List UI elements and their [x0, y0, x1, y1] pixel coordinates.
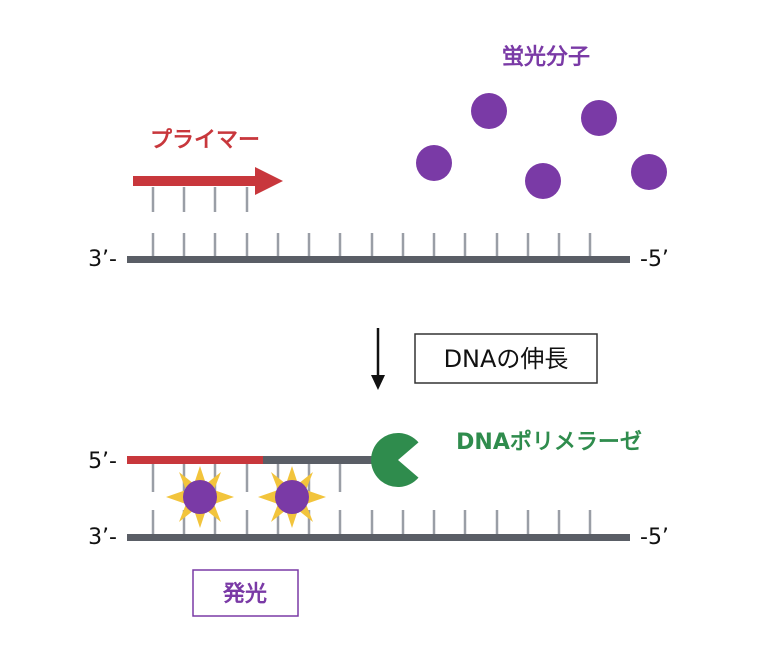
- pacman-icon: [371, 433, 419, 487]
- fluor-molecule: [581, 100, 617, 136]
- new-strand-5prime-label: 5’-: [88, 449, 117, 474]
- lower-template-bases: [151, 510, 592, 534]
- step-box: [414, 333, 598, 384]
- top-strand-5prime-label: -5’: [640, 247, 669, 272]
- fluor-molecule: [471, 93, 507, 129]
- lower-template-strand: [127, 534, 630, 541]
- fluor-molecule: [525, 163, 561, 199]
- primer-arrow-icon: [133, 167, 283, 195]
- lower-template-3prime-label: 3’-: [88, 525, 117, 550]
- emission-label: 発光: [222, 582, 267, 607]
- fluor-molecule: [631, 154, 667, 190]
- primer-bases: [151, 187, 249, 212]
- primer-label: プライマー: [150, 128, 260, 153]
- down-arrow-icon: [371, 328, 385, 390]
- emitting-fluor-molecule: [166, 466, 234, 528]
- fluor-molecules-label: 蛍光分子: [502, 44, 590, 70]
- polymerase-label: DNAポリメラーゼ: [456, 429, 642, 455]
- top-template-bases: [151, 233, 592, 256]
- new-strand-extended-segment: [263, 456, 373, 464]
- top-strand-3prime-label: 3’-: [88, 247, 117, 272]
- emitting-fluor-molecule: [258, 466, 326, 528]
- top-template-strand: [127, 256, 630, 263]
- free-fluor-molecules: [416, 93, 667, 199]
- new-strand-primer-segment: [127, 456, 263, 464]
- new-strand-bases: [151, 464, 342, 492]
- fluor-molecule: [416, 145, 452, 181]
- emission-box: [192, 569, 299, 617]
- step-label: DNAの伸長: [444, 345, 569, 373]
- lower-template-5prime-label: -5’: [640, 525, 669, 550]
